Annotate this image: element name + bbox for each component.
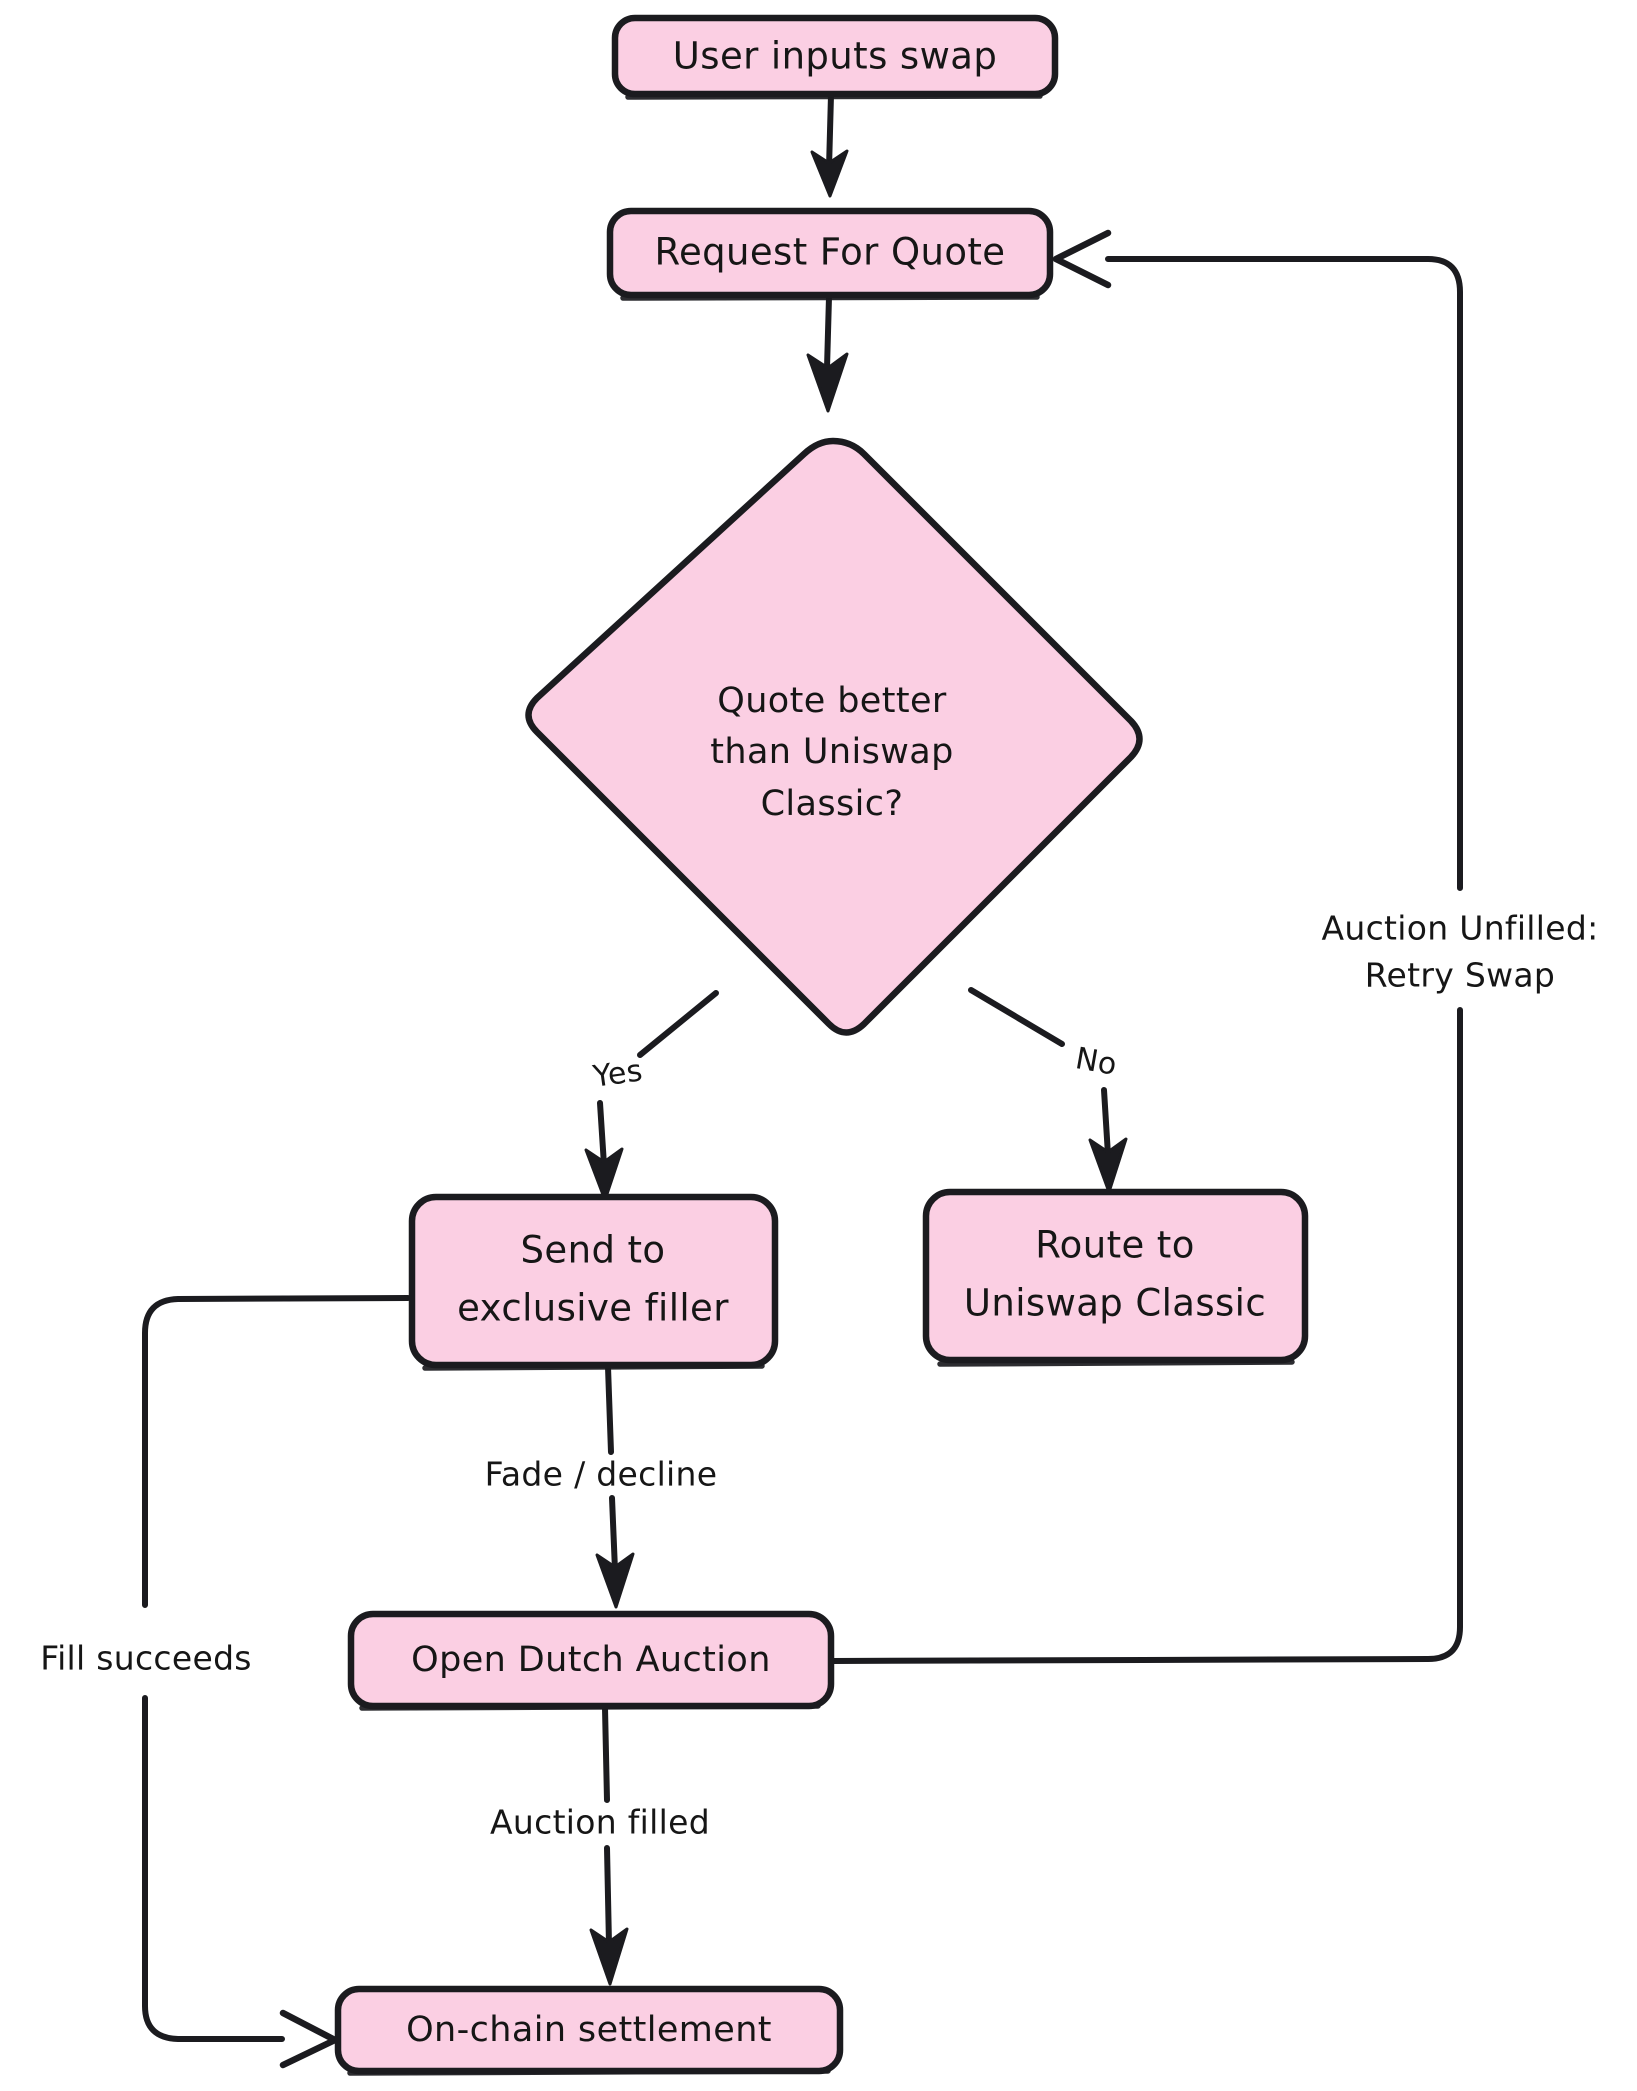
node-label-send-filler-l2: exclusive filler [457, 1287, 729, 1330]
node-label-on-chain-settlement: On-chain settlement [406, 2010, 772, 2050]
node-label-request-for-quote: Request For Quote [655, 231, 1006, 274]
node-label-quote-better-l3: Classic? [761, 784, 904, 824]
node-request-for-quote[interactable]: Request For Quote [606, 207, 1054, 301]
node-label-user-inputs-swap: User inputs swap [673, 35, 997, 78]
edge-label-yes: Yes [590, 1053, 645, 1095]
node-label-open-dutch-auction: Open Dutch Auction [411, 1640, 771, 1680]
edge-rfq-to-decision [806, 294, 849, 413]
edge-decision-no: No [968, 987, 1128, 1194]
edge-decision-yes: Yes [584, 990, 719, 1202]
node-label-route-classic-l2: Uniswap Classic [964, 1282, 1266, 1325]
node-route-to-uniswap-classic[interactable]: Route to Uniswap Classic [922, 1188, 1309, 1367]
edge-label-no: No [1073, 1041, 1120, 1083]
edge-auction-to-settlement: Auction filled [490, 1705, 710, 1986]
edge-label-fade-decline: Fade / decline [485, 1455, 718, 1494]
edge-auction-unfilled-loop: Auction Unfilled: Retry Swap [830, 229, 1599, 1664]
edge-label-auction-filled: Auction filled [490, 1803, 710, 1842]
edge-filler-to-auction: Fade / decline [485, 1364, 718, 1609]
node-on-chain-settlement[interactable]: On-chain settlement [334, 1985, 844, 2076]
node-label-quote-better-l1: Quote better [717, 681, 947, 721]
node-send-to-exclusive-filler[interactable]: Send to exclusive filler [408, 1193, 779, 1371]
node-user-inputs-swap[interactable]: User inputs swap [611, 14, 1059, 100]
edge-label-auction-unfilled-line1: Auction Unfilled: [1322, 909, 1599, 948]
node-label-route-classic-l1: Route to [1035, 1224, 1195, 1267]
node-open-dutch-auction[interactable]: Open Dutch Auction [347, 1610, 835, 1711]
edge-label-auction-unfilled-line2: Retry Swap [1365, 956, 1555, 995]
node-label-quote-better-l2: than Uniswap [710, 732, 954, 772]
node-quote-better-decision[interactable]: Quote better than Uniswap Classic? [525, 437, 1143, 1036]
edge-label-fill-succeeds: Fill succeeds [40, 1639, 252, 1678]
edge-fill-succeeds-loop: Fill succeeds [40, 1295, 411, 2069]
node-label-send-filler-l1: Send to [521, 1229, 666, 1272]
edge-user-inputs-to-rfq [810, 92, 849, 198]
